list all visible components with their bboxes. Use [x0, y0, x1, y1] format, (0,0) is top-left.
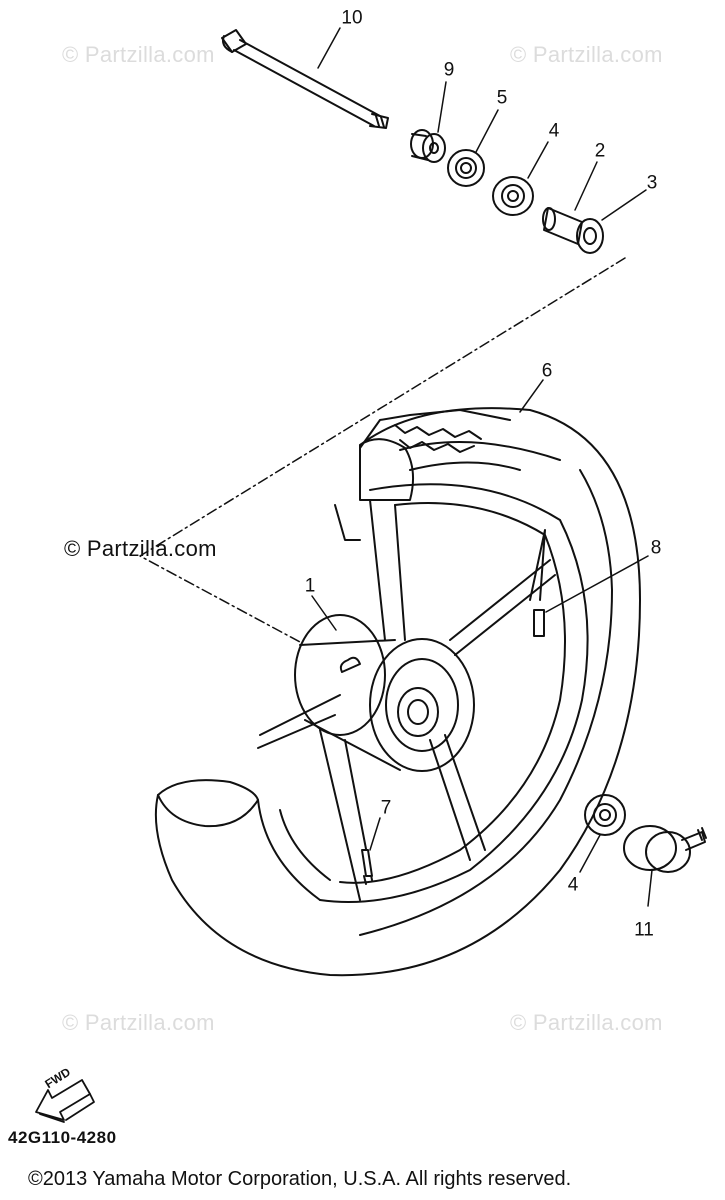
callout-1: 1: [304, 575, 316, 597]
watermark: © Partzilla.com: [64, 536, 217, 561]
callout-6: 6: [541, 360, 553, 382]
watermark: © Partzilla.com: [510, 42, 663, 67]
tire-part-6: [154, 407, 641, 977]
copyright-notice: ©2013 Yamaha Motor Corporation, U.S.A. A…: [28, 1168, 572, 1190]
wheel-rim-part-1: [257, 483, 589, 903]
callout-4: 4: [567, 874, 579, 896]
bearing-part-4-bottom: [584, 794, 626, 836]
balance-weight-part-8: [533, 609, 545, 637]
callout-7: 7: [380, 797, 392, 819]
fwd-arrow-icon: [35, 1079, 95, 1123]
gear-unit-part-11: [623, 825, 707, 873]
bearing-part-4-top: [492, 176, 534, 216]
callout-3: 3: [646, 172, 658, 194]
alignment-line: [139, 257, 626, 643]
callout-10: 10: [341, 7, 363, 29]
watermark: © Partzilla.com: [510, 1010, 663, 1035]
valve-part-7: [361, 849, 373, 885]
leader-lines: [311, 27, 653, 907]
watermark: © Partzilla.com: [62, 42, 215, 67]
callout-8: 8: [650, 537, 662, 559]
callout-2: 2: [594, 140, 606, 162]
axle-part-10: [221, 29, 389, 129]
watermark: © Partzilla.com: [62, 1010, 215, 1035]
bearing-part-5: [447, 149, 485, 187]
callout-5: 5: [496, 87, 508, 109]
oil-seal-part-3: [576, 218, 604, 254]
callout-9: 9: [443, 59, 455, 81]
diagram-code: 42G110-4280: [8, 1128, 117, 1147]
callout-11: 11: [634, 919, 654, 941]
collar-part-9: [410, 129, 446, 163]
callout-4: 4: [548, 120, 560, 142]
